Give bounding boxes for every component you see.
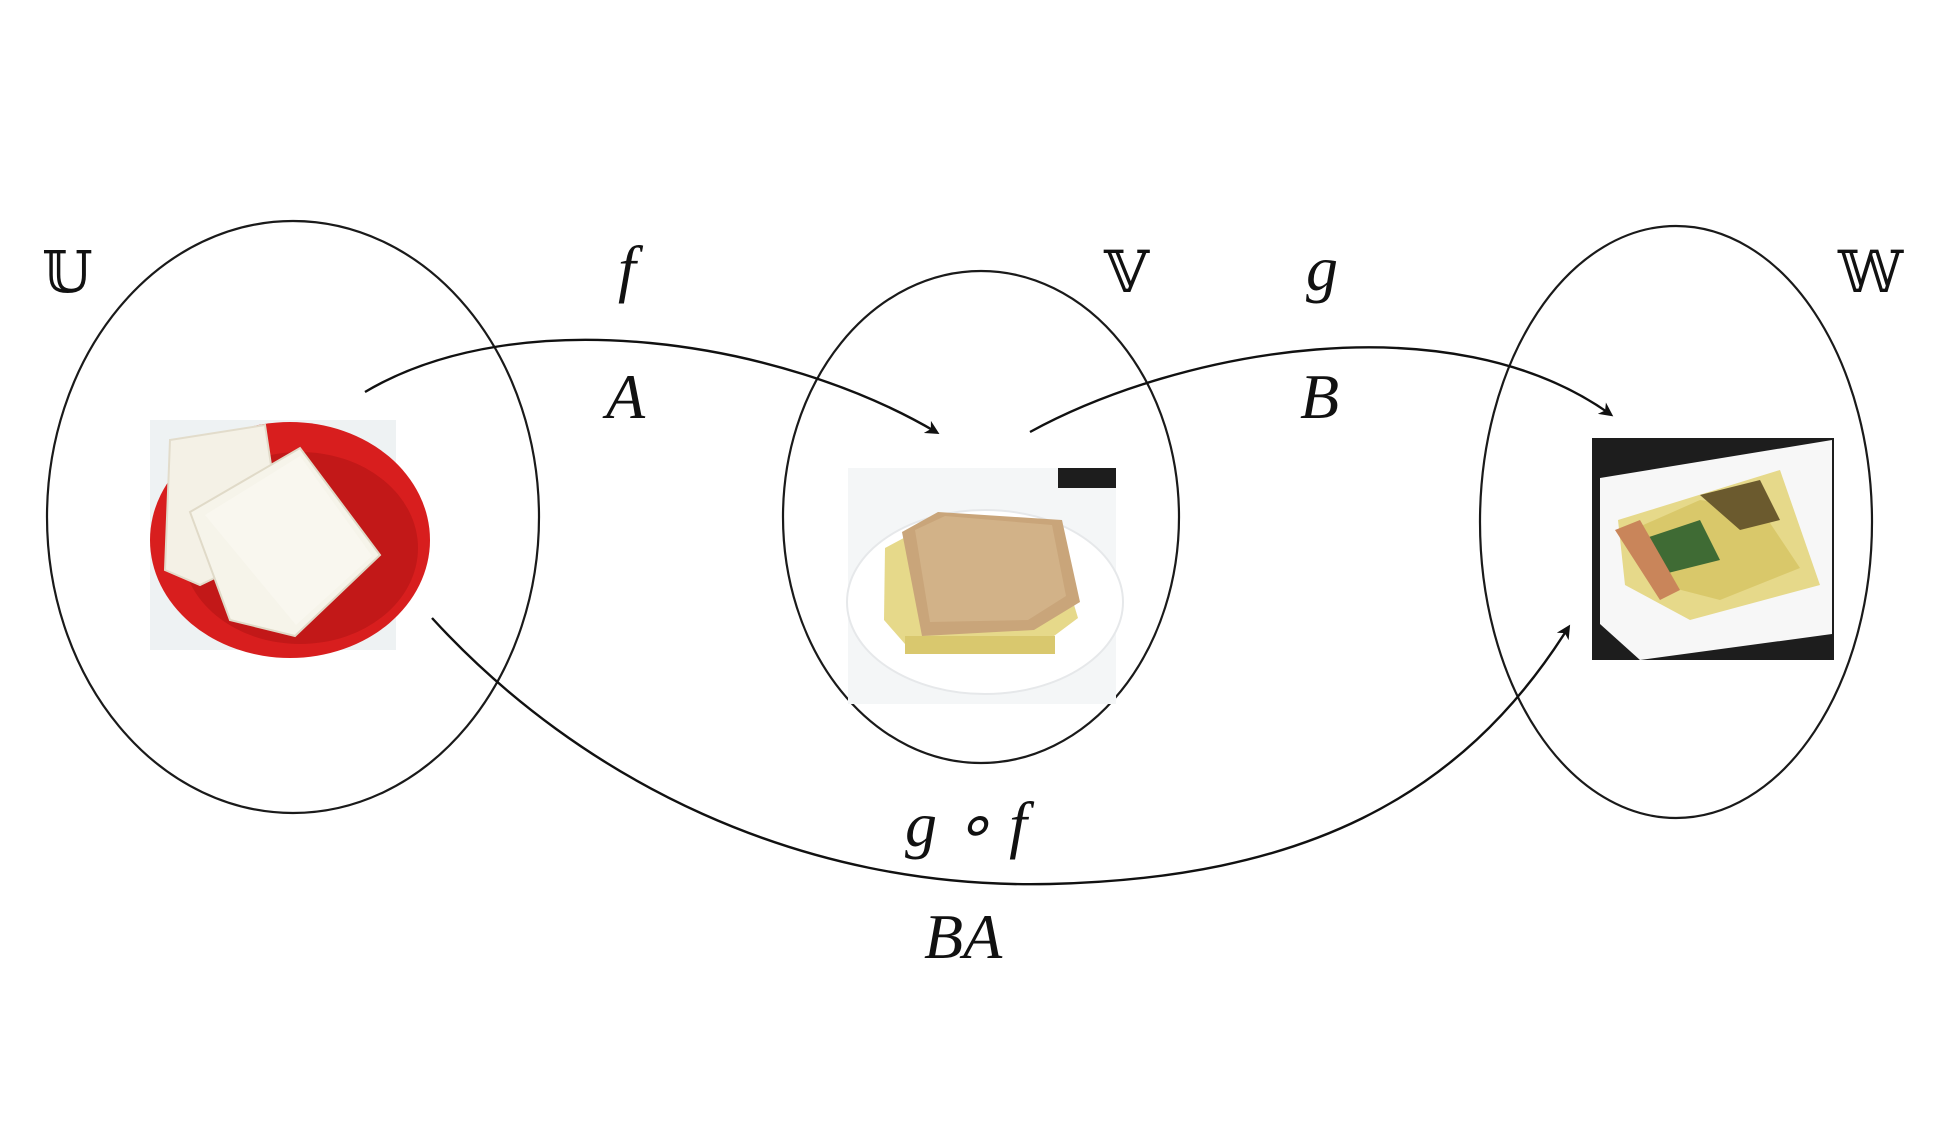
- arrow-g-compose-f: g ∘ f BA: [431, 617, 1571, 972]
- set-v: 𝕍: [781, 238, 1181, 765]
- set-v-label: 𝕍: [1103, 238, 1150, 306]
- arrow-gf-path: [431, 617, 1571, 886]
- bread-slices-image: [150, 420, 430, 658]
- set-w-label: 𝕎: [1837, 238, 1904, 306]
- set-u-label: 𝕌: [42, 238, 93, 306]
- set-w-outline: [1478, 224, 1874, 820]
- omelette-sandwich-image: [1592, 438, 1834, 660]
- arrow-f-path: [364, 338, 940, 435]
- arrow-g-function-label: g: [1306, 233, 1338, 304]
- arrow-g-path: [1029, 346, 1614, 434]
- set-w: 𝕎: [1478, 224, 1904, 820]
- arrow-gf-matrix-label: BA: [924, 901, 1003, 972]
- arrow-gf-function-label: g ∘ f: [905, 789, 1035, 860]
- arrow-g: g B: [1029, 233, 1614, 434]
- arrow-f-matrix-label: A: [602, 361, 646, 432]
- set-v-outline: [781, 269, 1181, 765]
- toasted-sandwich-image: [846, 468, 1124, 704]
- set-u: 𝕌: [42, 219, 541, 815]
- arrow-g-matrix-label: B: [1300, 361, 1339, 432]
- arrow-f-function-label: f: [618, 233, 644, 304]
- set-u-outline: [45, 219, 541, 815]
